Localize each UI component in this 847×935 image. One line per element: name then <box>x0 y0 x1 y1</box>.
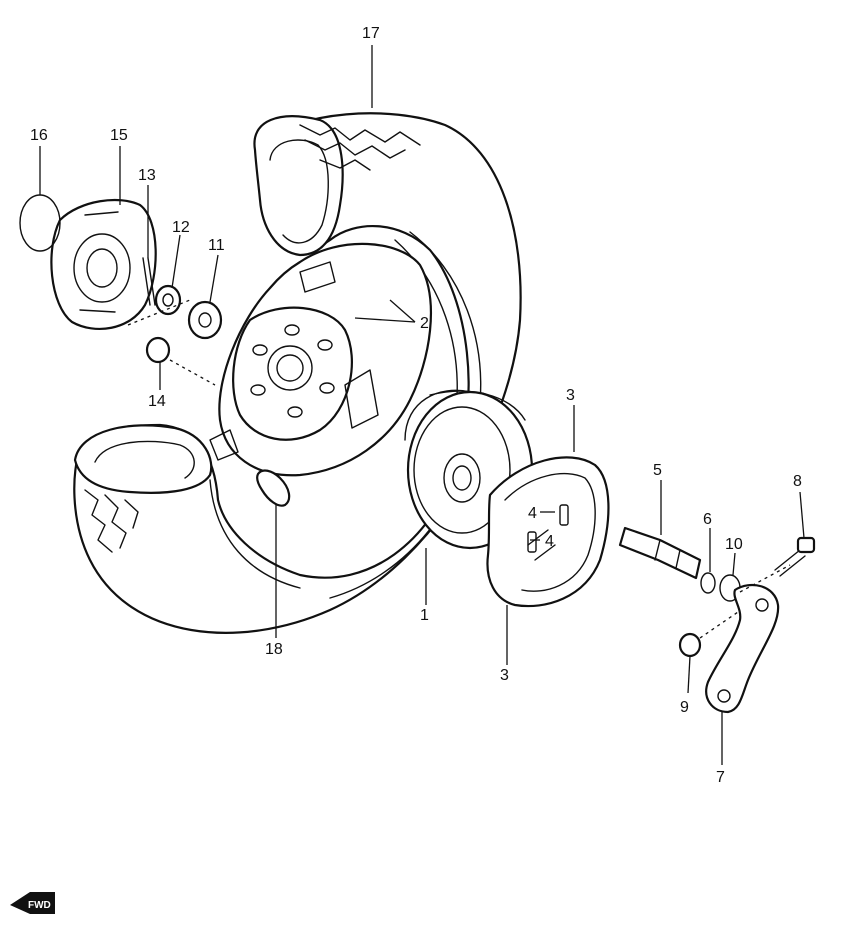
callout-9: 9 <box>680 699 689 716</box>
callout-16: 16 <box>30 127 48 144</box>
fwd-label: FWD <box>28 900 51 911</box>
callout-12: 12 <box>172 219 190 236</box>
callout-10: 10 <box>725 536 743 553</box>
callout-4-top: 4 <box>528 505 537 522</box>
callout-2: 2 <box>420 315 429 332</box>
brake-shoe-illustration <box>486 456 610 608</box>
callout-11: 11 <box>208 237 225 254</box>
callout-3-top: 3 <box>566 387 575 404</box>
callout-3-bottom: 3 <box>500 667 509 684</box>
callout-4-bottom: 4 <box>545 533 554 550</box>
callout-15: 15 <box>110 127 128 144</box>
callout-1: 1 <box>420 607 429 624</box>
tire-illustration <box>73 112 522 634</box>
brake-panel-illustration <box>50 198 157 330</box>
callout-7: 7 <box>716 769 725 786</box>
leader-lines <box>39 45 805 765</box>
callout-17: 17 <box>362 25 380 42</box>
callout-8: 8 <box>793 473 802 490</box>
rim-illustration <box>209 242 433 507</box>
callout-labels: 17 16 15 13 12 11 14 2 3 4 4 5 6 10 8 9 … <box>30 25 802 786</box>
callout-18: 18 <box>265 641 283 658</box>
callout-6: 6 <box>703 511 712 528</box>
callout-5: 5 <box>653 462 662 479</box>
callout-13: 13 <box>138 167 156 184</box>
fwd-arrow-badge: FWD <box>10 892 55 914</box>
small-parts-illustration <box>19 194 816 714</box>
callout-14: 14 <box>148 393 166 410</box>
